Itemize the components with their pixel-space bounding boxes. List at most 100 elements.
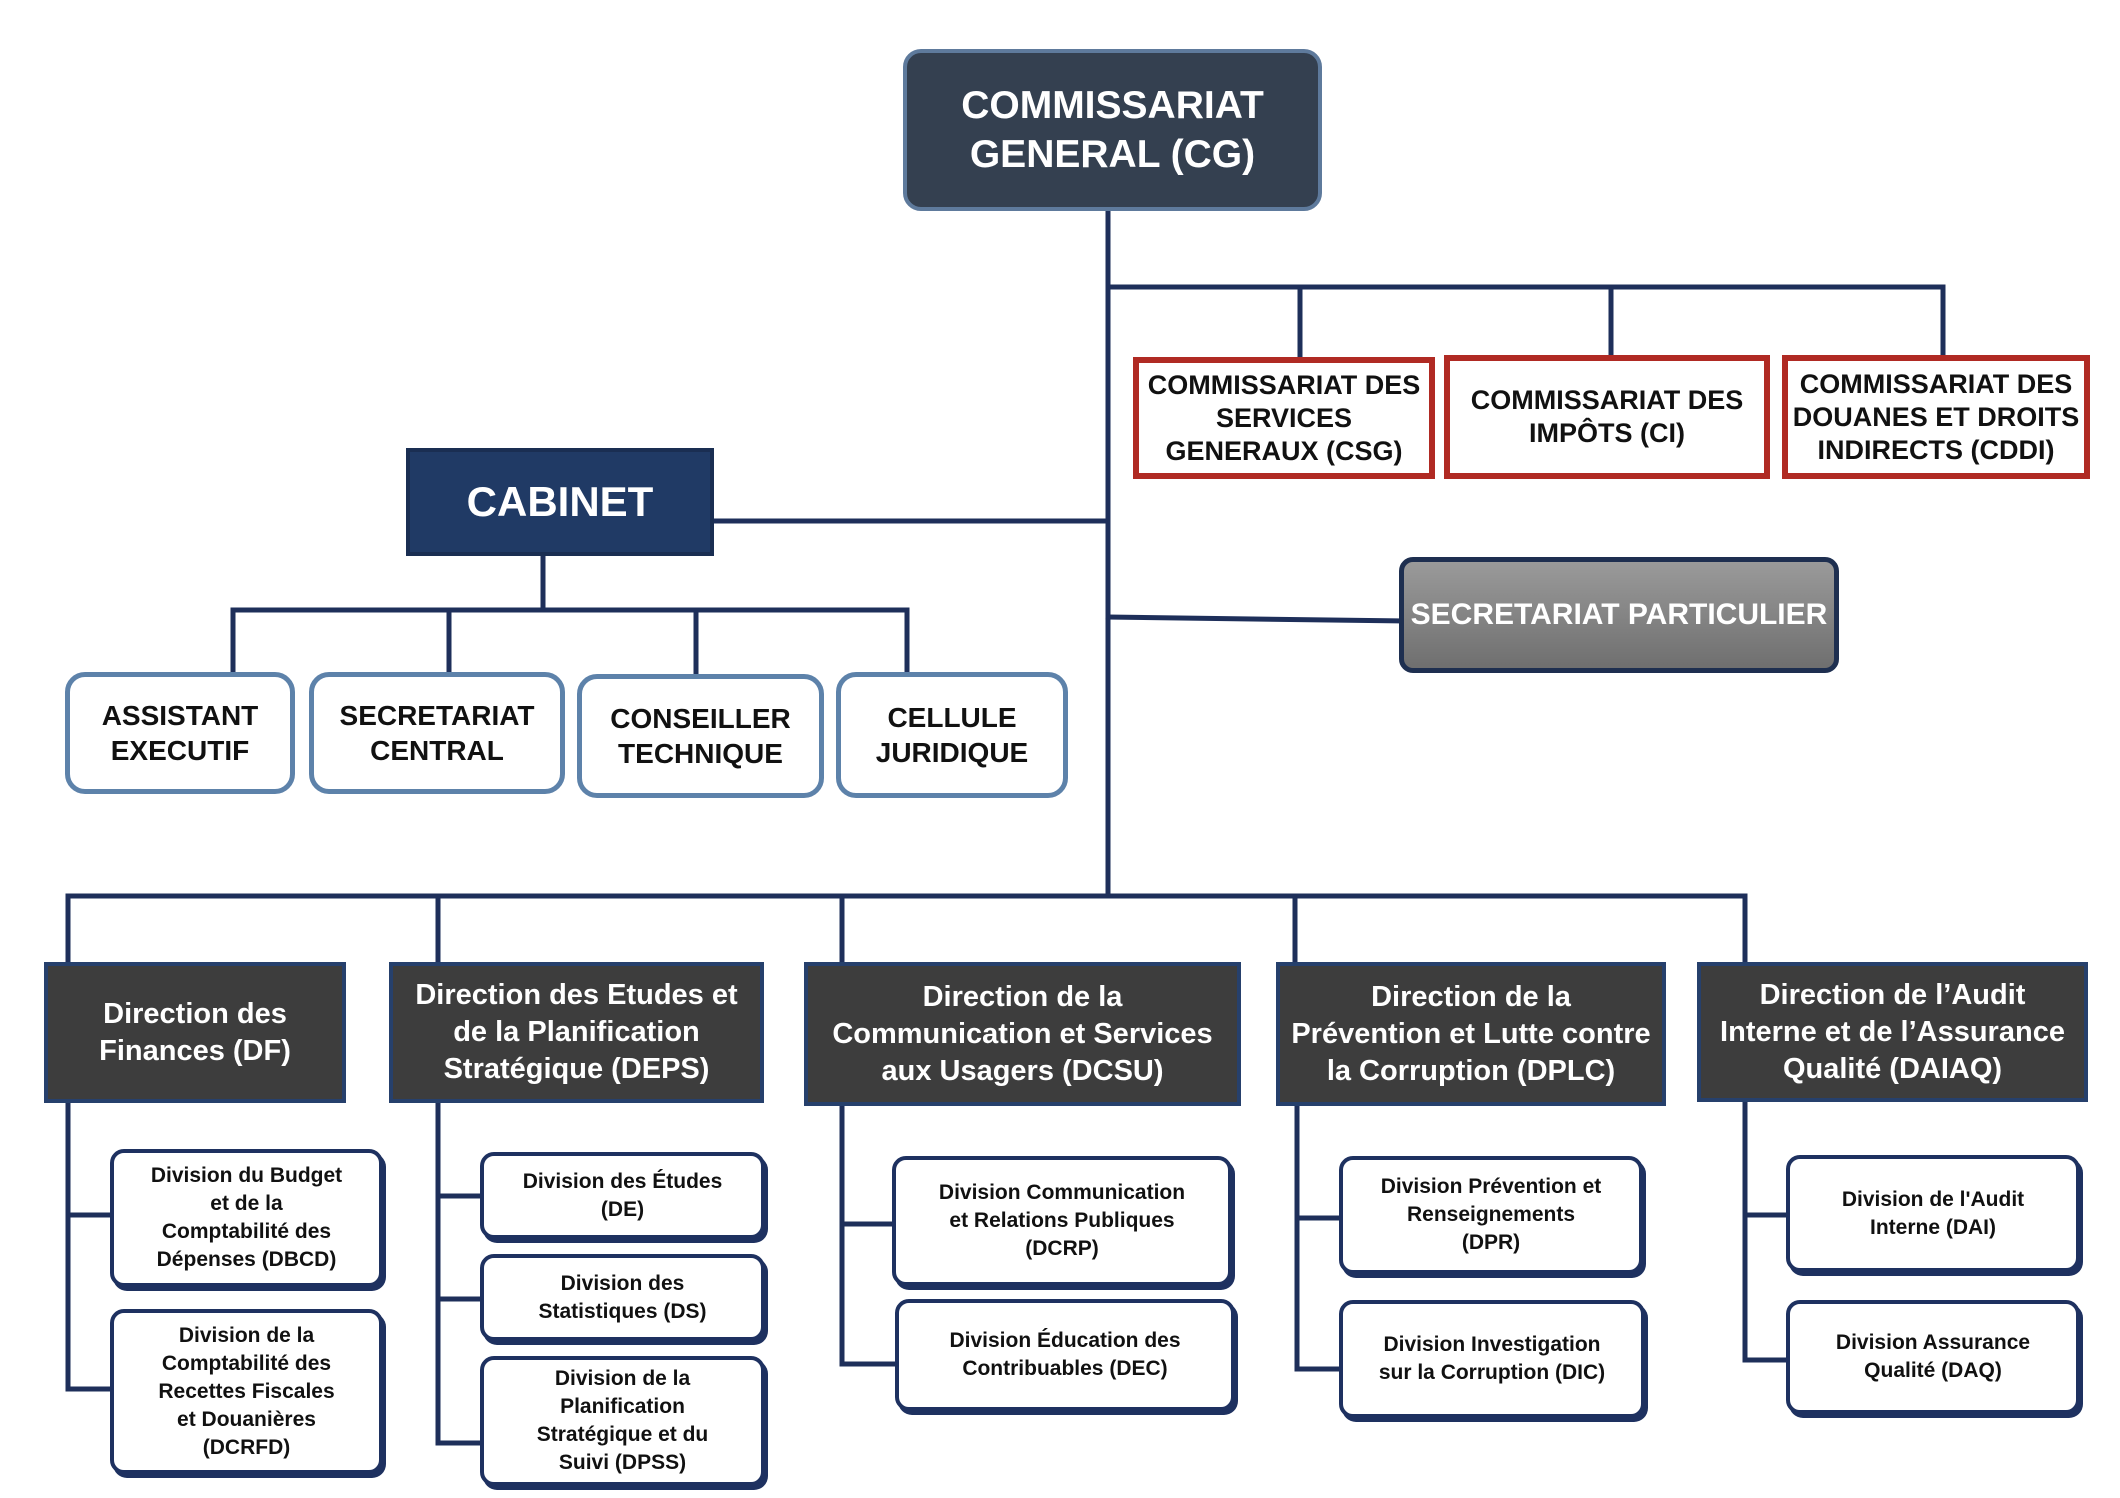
division-daq-node: Division Assurance Qualité (DAQ) (1786, 1300, 2080, 1414)
secretariat-central-node: SECRETARIAT CENTRAL (309, 672, 565, 794)
node-label-line: Direction de la (922, 980, 1123, 1013)
node-label-line: (DCRP) (1025, 1237, 1099, 1260)
direction-df-node: Direction des Finances (DF) (44, 962, 346, 1103)
commissariat-ci-node: COMMISSARIAT DES IMPÔTS (CI) (1444, 355, 1770, 479)
node-label-line: DOUANES ET DROITS (1792, 401, 2080, 432)
node-label-line: la Corruption (DPLC) (1326, 1054, 1616, 1087)
daiaq-division-line (1742, 1099, 1790, 1363)
node-label-line: Division du Budget (150, 1164, 343, 1187)
division-dpr-node: Division Prévention et Renseignements (D… (1339, 1156, 1643, 1274)
cabinet-units-line (230, 552, 910, 678)
node-label-line: Interne (DAI) (1870, 1215, 1996, 1239)
division-dbcd-node: Division du Budget et de la Comptabilité… (110, 1149, 383, 1287)
node-label-line: sur la Corruption (DIC) (1378, 1361, 1606, 1384)
conseiller-technique-node: CONSEILLER TECHNIQUE (577, 674, 824, 798)
node-label-line: Division des Études (522, 1169, 723, 1193)
commissariat-csg-node: COMMISSARIAT DES SERVICES GENERAUX (CSG) (1133, 357, 1435, 479)
node-label-line: Qualité (DAQ) (1864, 1359, 2002, 1382)
division-dpss-node: Division de la Planification Stratégique… (480, 1356, 765, 1486)
node-label-line: Finances (DF) (99, 1034, 291, 1067)
root-label-line: COMMISSARIAT (961, 84, 1264, 127)
cellule-juridique-node: CELLULE JURIDIQUE (836, 672, 1068, 798)
dcsu-division-line (839, 1102, 898, 1367)
df-division-line (65, 1099, 116, 1392)
node-label-line: Division Assurance (1835, 1331, 2031, 1354)
node-label-line: COMMISSARIAT DES (1147, 369, 1421, 400)
node-label-line: TECHNIQUE (618, 738, 783, 769)
node-label-line: CONSEILLER (610, 703, 791, 734)
cabinet-label: CABINET (466, 478, 654, 525)
division-dic-node: Division Investigation sur la Corruption… (1339, 1300, 1645, 1418)
node-label-line: SERVICES (1215, 402, 1353, 433)
node-label-line: aux Usagers (DCSU) (881, 1054, 1164, 1087)
node-label-line: Qualité (DAIAQ) (1782, 1052, 2003, 1085)
secretariat-branch-line (1105, 614, 1406, 624)
deps-division-line (435, 1099, 484, 1446)
node-label-line: de la Planification (453, 1016, 700, 1048)
commissariat-general-node: COMMISSARIAT GENERAL (CG) (903, 49, 1322, 211)
node-label-line: Renseignements (1406, 1203, 1576, 1226)
node-label-line: Communication et Services (832, 1017, 1213, 1050)
root-label-line: GENERAL (CG) (969, 133, 1256, 176)
node-label-line: Stratégique (DEPS) (443, 1053, 710, 1085)
node-label-line: COMMISSARIAT DES (1470, 385, 1744, 415)
node-label-line: Contribuables (DEC) (962, 1357, 1168, 1380)
node-label-line: CENTRAL (370, 735, 504, 766)
division-dai-node: Division de l'Audit Interne (DAI) (1786, 1155, 2080, 1272)
node-label-line: Stratégique et du (536, 1423, 709, 1446)
node-label-line: Direction de la (1371, 980, 1571, 1013)
secretariat-label: SECRETARIAT PARTICULIER (1410, 598, 1828, 631)
division-dcrp-node: Division Communication et Relations Publ… (892, 1156, 1232, 1286)
division-ds-node: Division des Statistiques (DS) (480, 1254, 765, 1341)
node-label-line: ASSISTANT (101, 700, 259, 731)
node-label-line: et de la (210, 1192, 283, 1215)
node-label-line: Planification (560, 1395, 685, 1418)
division-dec-node: Division Éducation des Contribuables (DE… (895, 1299, 1235, 1411)
node-label-line: GENERAUX (CSG) (1165, 435, 1403, 466)
secretariat-particulier-node: SECRETARIAT PARTICULIER (1399, 557, 1839, 673)
node-label-line: CELLULE (887, 702, 1017, 733)
node-label-line: Division Éducation des (949, 1329, 1181, 1352)
node-label-line: Division Investigation (1383, 1333, 1601, 1356)
node-label-line: Suivi (DPSS) (558, 1451, 687, 1474)
node-label-line: COMMISSARIAT DES (1799, 368, 2073, 399)
node-label-line: Direction de l’Audit (1759, 978, 2026, 1011)
commissariat-cddi-node: COMMISSARIAT DES DOUANES ET DROITS INDIR… (1782, 355, 2090, 479)
node-label-line: Comptabilité des (161, 1351, 332, 1375)
assistant-executif-node: ASSISTANT EXECUTIF (65, 672, 295, 794)
node-label-line: SECRETARIAT (339, 700, 535, 731)
commissariat-branch-line (1105, 284, 1946, 360)
direction-deps-node: Direction des Etudes et de la Planificat… (389, 962, 764, 1103)
node-label-line: INDIRECTS (CDDI) (1817, 434, 2055, 465)
node-label-line: (DCRFD) (202, 1435, 291, 1459)
node-label-line: (DE) (600, 1197, 645, 1221)
node-label-line: Dépenses (DBCD) (156, 1248, 337, 1271)
node-label-line: Division Communication (938, 1181, 1186, 1204)
node-label-line: Division de l'Audit (1841, 1187, 2025, 1211)
cabinet-node: CABINET (406, 448, 714, 556)
division-de-node: Division des Études (DE) (480, 1152, 765, 1239)
division-dcrfd-node: Division de la Comptabilité des Recettes… (110, 1309, 383, 1474)
node-label-line: IMPÔTS (CI) (1528, 418, 1685, 448)
direction-dcsu-node: Direction de la Communication et Service… (804, 962, 1241, 1106)
node-label-line: EXECUTIF (110, 735, 250, 766)
node-label-line: Direction des Etudes et (415, 979, 738, 1011)
node-label-line: Statistiques (DS) (538, 1299, 707, 1323)
node-label-line: Division Prévention et (1380, 1175, 1602, 1198)
node-label-line: Division de la (178, 1323, 315, 1347)
node-label-line: Recettes Fiscales (158, 1379, 335, 1403)
node-label-line: Prévention et Lutte contre (1291, 1017, 1651, 1050)
node-label-line: Division de la (554, 1367, 691, 1390)
node-label-line: Direction des (103, 997, 287, 1030)
direction-dplc-node: Direction de la Prévention et Lutte cont… (1276, 962, 1666, 1106)
node-label-line: Comptabilité des (161, 1220, 332, 1243)
node-label-line: JURIDIQUE (875, 737, 1029, 768)
direction-daiaq-node: Direction de l’Audit Interne et de l’Ass… (1697, 962, 2088, 1102)
node-label-line: et Douanières (177, 1407, 316, 1431)
node-label-line: Division des (560, 1271, 685, 1295)
node-label-line: et Relations Publiques (949, 1209, 1175, 1232)
directions-branch-line (65, 893, 1748, 966)
node-label-line: Interne et de l’Assurance (1720, 1015, 2065, 1048)
